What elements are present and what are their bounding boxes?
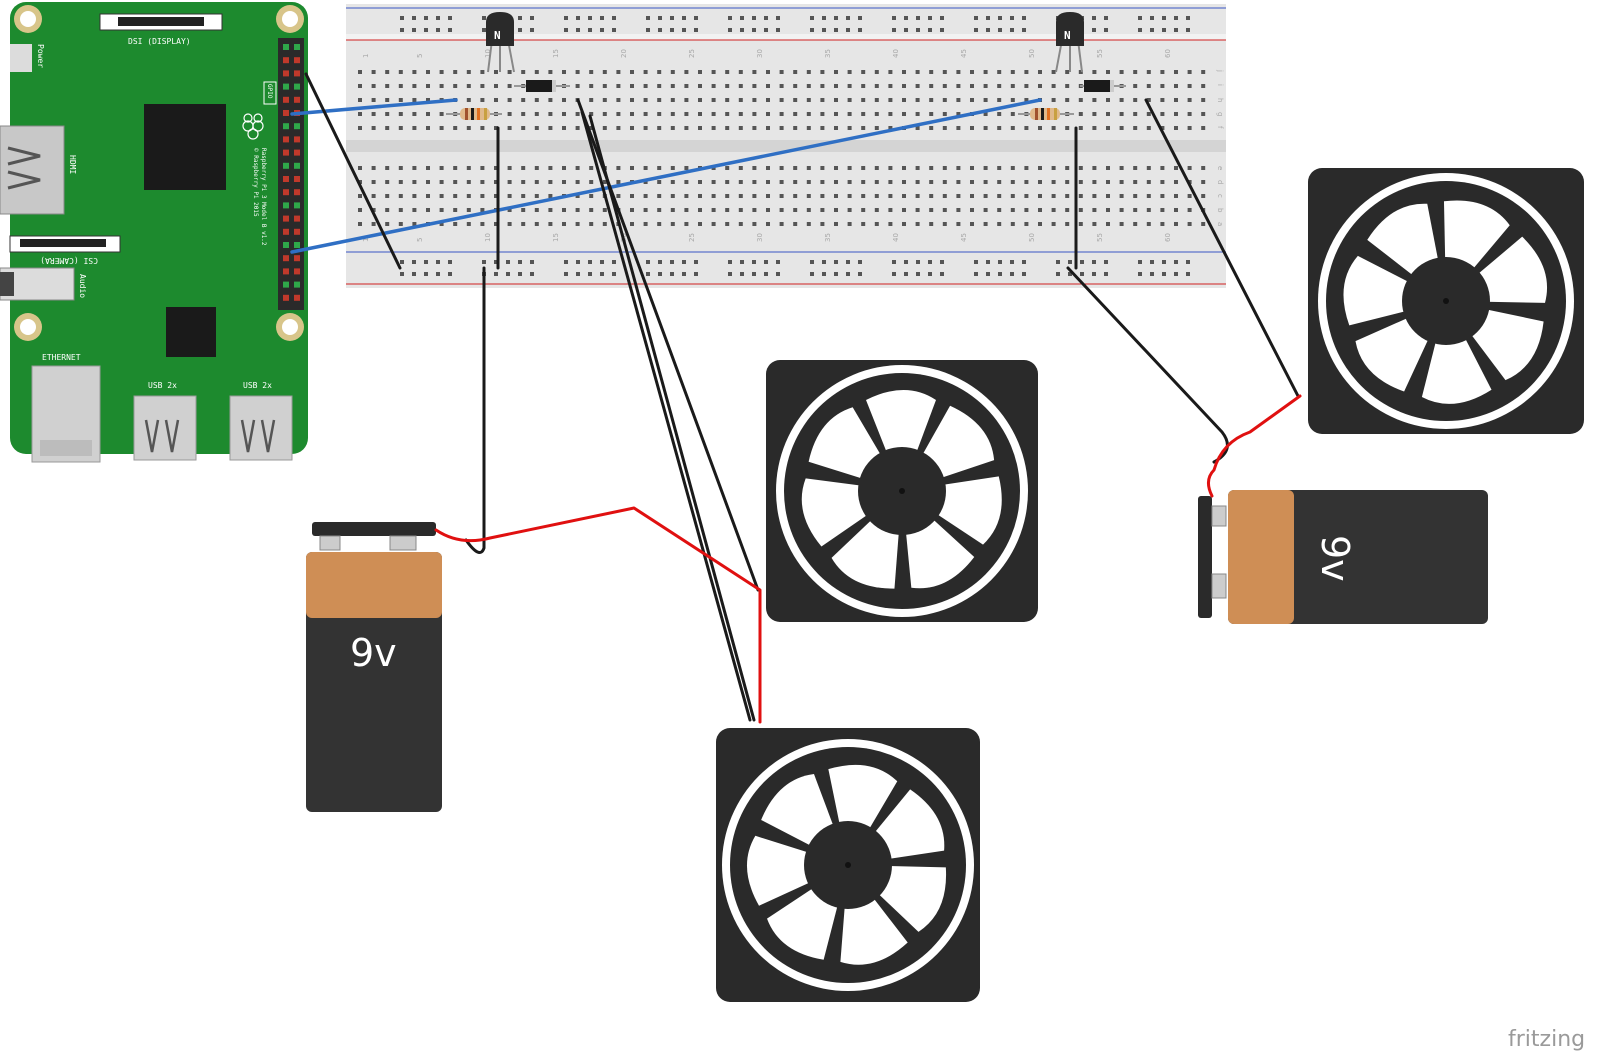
wire-black-battery-2 xyxy=(1066,266,1229,464)
fan-2 xyxy=(716,728,980,1002)
svg-text:40: 40 xyxy=(892,49,900,58)
dsi-label: DSI (DISPLAY) xyxy=(128,37,191,46)
power-label: Power xyxy=(36,44,45,68)
breadboard: 1 5 10 15 20 25 30 35 40 45 50 55 60 1 5… xyxy=(346,4,1226,288)
svg-text:35: 35 xyxy=(824,49,832,58)
svg-text:25: 25 xyxy=(688,49,696,58)
svg-text:35: 35 xyxy=(824,233,832,242)
svg-text:10: 10 xyxy=(484,49,492,58)
wire-black-fan-2b xyxy=(588,114,756,722)
svg-text:40: 40 xyxy=(892,233,900,242)
diode-2 xyxy=(1080,80,1126,92)
transistor-2-label: N xyxy=(1064,29,1071,42)
transistor-1-body xyxy=(486,12,514,46)
resistor-1 xyxy=(446,108,502,120)
hdmi-label: HDMI xyxy=(68,155,77,174)
breadboard-row-letters: j i h g f e d c b a xyxy=(1216,69,1224,226)
battery-1-top xyxy=(306,552,442,618)
wires xyxy=(290,72,1302,724)
usb-label-2: USB 2x xyxy=(243,381,272,390)
fan-3 xyxy=(1308,168,1584,434)
fan-1 xyxy=(766,360,1038,622)
wire-red-battery-1 xyxy=(434,506,762,724)
transistor-2-body xyxy=(1056,12,1084,46)
ethernet-label: ETHERNET xyxy=(42,353,81,362)
breadboard-column-numbers-top: 1 5 10 15 20 25 30 35 40 45 50 55 60 xyxy=(362,49,1172,58)
copyright-label: © Raspberry Pi 2015 xyxy=(252,148,259,217)
breadboard-center-channel xyxy=(346,140,1226,152)
svg-text:60: 60 xyxy=(1164,49,1172,58)
wire-red-battery-2 xyxy=(1207,394,1302,498)
svg-text:55: 55 xyxy=(1096,49,1104,58)
svg-text:50: 50 xyxy=(1028,49,1036,58)
battery-1: 9v xyxy=(306,522,442,812)
wire-blue-gpio-2 xyxy=(290,98,1042,254)
svg-text:e: e xyxy=(1216,166,1224,170)
svg-text:45: 45 xyxy=(960,49,968,58)
power-connector xyxy=(10,44,32,72)
usb-label-1: USB 2x xyxy=(148,381,177,390)
battery-2-label: 9v xyxy=(1313,535,1357,582)
wire-blue-gpio-1 xyxy=(290,98,458,116)
svg-text:15: 15 xyxy=(552,49,560,58)
raspberry-pi-board: DSI (DISPLAY) Power HDMI CSI (CAMERA) Au… xyxy=(0,2,308,463)
svg-text:g: g xyxy=(1216,112,1224,116)
svg-text:50: 50 xyxy=(1028,233,1036,242)
csi-label: CSI (CAMERA) xyxy=(40,256,98,265)
svg-text:d: d xyxy=(1216,180,1224,184)
wire-black-fan-2a xyxy=(580,110,752,722)
battery-2-top xyxy=(1228,490,1294,624)
gpio-label: GPIO xyxy=(266,84,273,99)
svg-text:i: i xyxy=(1216,84,1224,86)
svg-text:b: b xyxy=(1216,208,1224,213)
svg-text:f: f xyxy=(1216,126,1224,129)
wire-black-gnd-pi xyxy=(304,72,402,270)
usb-port-1 xyxy=(133,395,197,461)
transistor-1: N xyxy=(486,12,515,73)
svg-text:55: 55 xyxy=(1096,233,1104,242)
fritzing-watermark: fritzing xyxy=(1508,1027,1585,1052)
svg-text:20: 20 xyxy=(620,49,628,58)
diode-1 xyxy=(514,80,570,92)
usb-port-2 xyxy=(229,395,293,461)
model-label: Raspberry Pi 3 Model B v1.2 xyxy=(260,148,267,246)
svg-text:c: c xyxy=(1216,194,1224,198)
gpio-pins xyxy=(283,44,300,301)
hdmi-icon xyxy=(7,146,41,190)
svg-text:60: 60 xyxy=(1164,233,1172,242)
mounting-holes xyxy=(14,5,304,341)
svg-text:1: 1 xyxy=(362,54,370,58)
audio-label: Audio xyxy=(78,274,87,298)
svg-text:5: 5 xyxy=(416,238,424,242)
raspberry-logo-icon xyxy=(242,113,264,140)
transistor-1-label: N xyxy=(494,29,501,42)
svg-text:10: 10 xyxy=(484,233,492,242)
battery-1-label: 9v xyxy=(350,631,397,675)
soc-chip xyxy=(144,104,226,190)
lan-chip xyxy=(166,307,216,357)
svg-text:25: 25 xyxy=(688,233,696,242)
svg-text:45: 45 xyxy=(960,233,968,242)
battery-2: 9v xyxy=(1198,490,1488,624)
svg-text:a: a xyxy=(1216,222,1224,226)
svg-text:5: 5 xyxy=(416,54,424,58)
pi-pcb xyxy=(10,2,308,454)
svg-text:30: 30 xyxy=(756,233,764,242)
svg-text:1: 1 xyxy=(362,238,370,242)
battery-2-clip xyxy=(1198,496,1212,618)
svg-text:15: 15 xyxy=(552,233,560,242)
svg-text:30: 30 xyxy=(756,49,764,58)
wire-black-fan-3 xyxy=(1144,98,1300,398)
svg-text:j: j xyxy=(1216,69,1224,72)
breadboard-column-numbers-bottom: 1 5 10 15 20 25 30 35 40 45 50 55 60 xyxy=(362,233,1172,242)
hdmi-connector xyxy=(0,125,65,215)
resistor-2 xyxy=(1018,108,1074,120)
svg-text:h: h xyxy=(1216,98,1224,102)
transistor-2: N xyxy=(1055,12,1084,73)
wire-black-battery-1 xyxy=(464,266,486,554)
gpio-header xyxy=(278,38,304,310)
battery-1-clip xyxy=(312,522,436,536)
